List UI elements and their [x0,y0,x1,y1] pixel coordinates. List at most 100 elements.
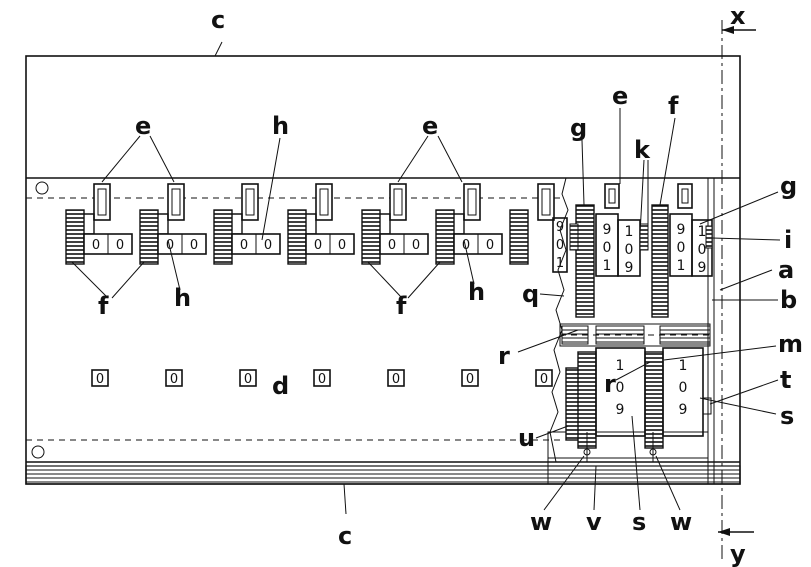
label-w-2: w [670,508,692,536]
slot-e-mech-1 [604,183,620,209]
lower-window [535,369,553,387]
digit-zero: 0 [486,238,494,253]
svg-text:9: 9 [677,222,686,238]
svg-text:9: 9 [603,222,612,238]
digit-zero: 0 [244,372,252,387]
label-h-top: h [272,112,289,140]
svg-text:1: 1 [603,258,612,274]
screw-hole-bottom [31,445,45,459]
digit-zero: 0 [338,238,346,253]
label-s-right: s [780,402,794,430]
label-k: k [634,136,651,164]
lower-window [387,369,405,387]
spring-left [569,223,579,251]
digit-zero: 0 [412,238,420,253]
label-w-1: w [530,508,552,536]
drum-digits: 9 0 1 9 0 1 1 0 9 9 0 1 1 0 9 1 0 9 1 0 … [556,220,707,418]
lower-window [91,369,109,387]
svg-text:1: 1 [677,258,686,274]
svg-text:0: 0 [616,380,625,396]
label-t: t [780,366,791,394]
svg-text:9: 9 [616,402,625,418]
digit-zero: 0 [388,238,396,253]
label-g-2: g [780,172,797,200]
svg-text:9: 9 [625,260,634,276]
label-i: i [784,226,792,254]
lower-window [239,369,257,387]
gear-wheel-f [509,209,529,265]
digit-zero: 0 [116,238,124,253]
counter-unit: 0 0 0 [213,183,281,387]
gear-wheel-f [139,209,159,265]
leader-lines [71,41,781,515]
label-e-1: e [135,112,151,140]
label-v: v [586,508,602,536]
pin-t [702,397,712,415]
label-a: a [778,256,794,284]
label-e-3: e [612,82,628,110]
gear-wheel-f [65,209,85,265]
digit-zero: 0 [540,372,548,387]
label-h-2: h [468,278,485,306]
svg-text:1: 1 [616,358,625,374]
drum-left-partial [552,217,568,273]
gear-wheel-f [287,209,307,265]
label-f-1: f [98,292,109,320]
label-g-1: g [570,114,587,142]
screw-hole-top [35,181,49,195]
svg-text:0: 0 [556,238,564,253]
svg-text:9: 9 [556,220,564,235]
label-c-top: c [211,6,225,34]
svg-text:0: 0 [625,242,634,258]
svg-text:1: 1 [625,224,634,240]
svg-text:9: 9 [698,260,707,276]
svg-text:0: 0 [698,242,707,258]
digit-zero: 0 [392,372,400,387]
gear-r-right [644,351,664,449]
label-h-1: h [174,284,191,312]
digit-zero: 0 [314,238,322,253]
gear-f-upper [651,204,669,318]
svg-text:0: 0 [679,380,688,396]
svg-text:1: 1 [698,224,707,240]
digit-zero: 0 [466,372,474,387]
digit-zero: 0 [96,372,104,387]
slot-e-mech-2 [677,183,693,209]
lower-window [461,369,479,387]
lower-window [165,369,183,387]
label-f-2: f [396,292,407,320]
label-f-top: f [668,92,679,120]
label-r-2: r [604,370,616,398]
section-line-xy [718,20,756,560]
label-d: d [272,372,289,400]
spring-k [639,223,649,251]
gear-wheel-f [213,209,233,265]
housing-frame [25,55,741,485]
digit-zero: 0 [166,238,174,253]
counter-unit: 0 0 0 [361,183,429,387]
label-c-bottom: c [338,522,352,550]
label-m: m [778,330,803,358]
counter-unit: 0 [509,183,555,387]
gear-wheel-f [435,209,455,265]
svg-text:1: 1 [556,256,564,271]
svg-text:9: 9 [679,402,688,418]
label-x: x [730,2,746,30]
digit-zero: 0 [190,238,198,253]
label-r-1: r [498,342,510,370]
digit-zero: 0 [462,238,470,253]
label-u: u [518,424,535,452]
gear-g-upper [575,204,595,318]
label-y: y [730,540,746,567]
lower-window [313,369,331,387]
drum-s-1 [595,347,646,437]
spring-i [705,225,713,249]
right-mechanism [552,183,713,462]
label-e-2: e [422,112,438,140]
digit-zero: 0 [264,238,272,253]
digit-zero: 0 [240,238,248,253]
